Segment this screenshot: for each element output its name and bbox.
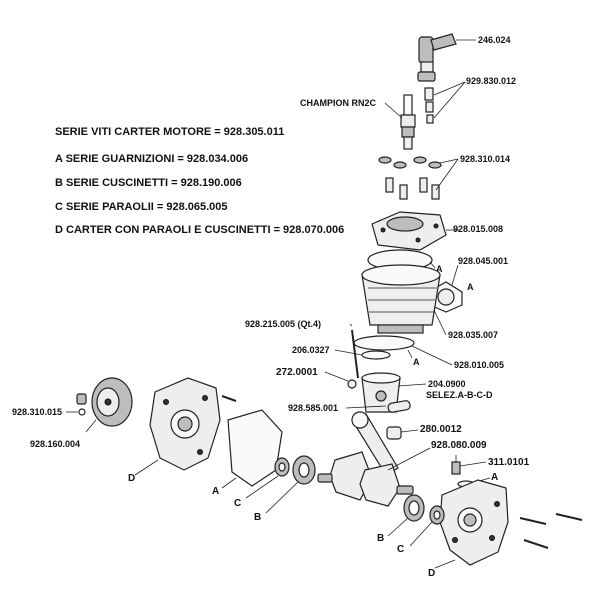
- label-928-310-015: 928.310.015: [12, 407, 62, 417]
- label-928-215-005: 928.215.005 (Qt.4): [245, 319, 321, 329]
- label-928-160-004: 928.160.004: [30, 439, 80, 449]
- rotor-nut-icon: [76, 393, 87, 416]
- letter-b-left-bearing: B: [254, 512, 261, 523]
- cylinder-icon: [361, 264, 441, 334]
- left-crankcase-icon: [149, 377, 221, 471]
- letter-a-crankcase-gasket: A: [212, 486, 219, 497]
- leader-line: [265, 481, 299, 514]
- left-bearing-icon: [292, 455, 316, 485]
- leader-line: [349, 323, 353, 327]
- leader-line: [134, 459, 159, 476]
- legend-bearing-set: B SERIE CUSCINETTI = 928.190.006: [55, 177, 242, 189]
- letter-a-head-gasket: A: [436, 264, 443, 274]
- letter-a-sensor-gasket: A: [491, 472, 498, 483]
- needle-bearing-icon: [386, 426, 402, 440]
- label-311-0101: 311.0101: [488, 457, 530, 468]
- leader-line: [85, 419, 97, 433]
- piston-pin-icon: [387, 400, 411, 413]
- piston-ring-icon: [361, 350, 391, 360]
- label-928-585-001: 928.585.001: [288, 403, 338, 413]
- label-206-0327: 206.0327: [292, 345, 330, 355]
- leader-line: [433, 309, 447, 336]
- leader-line: [433, 81, 466, 119]
- label-928-045-001: 928.045.001: [458, 256, 508, 266]
- letter-c-left-oilseal: C: [234, 498, 241, 509]
- base-gasket-icon: [353, 335, 415, 351]
- sensor-icon: [451, 455, 461, 475]
- label-280-0012: 280.0012: [420, 424, 462, 435]
- label-928-035-007: 928.035.007: [448, 330, 498, 340]
- right-oilseal-icon: [429, 505, 445, 525]
- rotor-icon: [91, 377, 133, 427]
- leader-line: [384, 102, 403, 119]
- label-928-010-005: 928.010.005: [454, 360, 504, 370]
- label-204-0900: 204.0900: [428, 379, 466, 389]
- crankshaft-icon: [317, 411, 414, 507]
- label-champion-rn2c: CHAMPION RN2C: [300, 98, 377, 108]
- letter-d-left-crankcase: D: [128, 473, 135, 484]
- leader-line: [345, 405, 387, 409]
- label-246-024: 246.024: [478, 35, 511, 45]
- spark-plug-icon: [400, 94, 416, 150]
- leader-line: [451, 264, 459, 286]
- label-928-015-008: 928.015.008: [453, 224, 503, 234]
- leader-line: [434, 559, 456, 569]
- leader-line: [439, 158, 459, 164]
- leader-line: [433, 81, 466, 96]
- label-929-830-012: 929.830.012: [466, 76, 516, 86]
- crankcase-screw-icon: [221, 395, 237, 402]
- leader-line: [459, 461, 487, 467]
- letter-b-right-bearing: B: [377, 533, 384, 544]
- right-crankcase-icon: [439, 479, 509, 566]
- letter-c-right-oilseal: C: [397, 544, 404, 555]
- crankcase-gasket-icon: [227, 409, 283, 487]
- plug-nut-icon: [424, 87, 434, 124]
- leader-line: [407, 349, 413, 359]
- label-selez-a-b-c-d: SELEZ.A-B-C-D: [426, 390, 493, 400]
- leader-line: [245, 475, 279, 499]
- leader-line: [387, 447, 431, 471]
- label-928-310-014: 928.310.014: [460, 154, 510, 164]
- crankcase-screw-icon: [519, 513, 583, 549]
- leader-line: [409, 521, 433, 547]
- legend-oilseal-set: C SERIE PARAOLII = 928.065.005: [55, 201, 228, 213]
- leader-line: [324, 371, 349, 382]
- left-oilseal-icon: [274, 457, 290, 477]
- leader-line: [429, 261, 436, 269]
- letter-a-exhaust-gasket: A: [467, 282, 474, 292]
- leader-line: [435, 158, 459, 191]
- legend-screw-set: SERIE VITI CARTER MOTORE = 928.305.011: [55, 126, 284, 138]
- leader-line: [334, 349, 363, 356]
- legend-block: SERIE VITI CARTER MOTORE = 928.305.011 A…: [55, 126, 344, 236]
- letter-a-base-gasket: A: [413, 357, 420, 367]
- legend-gasket-set: A SERIE GUARNIZIONI = 928.034.006: [55, 153, 248, 165]
- leader-line: [221, 477, 237, 489]
- label-928-080-009: 928.080.009: [431, 440, 487, 451]
- leader-line: [387, 517, 409, 537]
- piston-clip-icon: [347, 379, 357, 389]
- head-nut-icon: [378, 156, 442, 200]
- leader-line: [397, 383, 427, 387]
- cylinder-head-icon: [371, 211, 447, 251]
- right-bearing-icon: [403, 494, 425, 522]
- letter-d-right-crankcase: D: [428, 568, 435, 579]
- spark-plug-cap-icon: [417, 33, 457, 82]
- leader-line: [411, 345, 453, 366]
- legend-crankcase: D CARTER CON PARAOLI E CUSCINETTI = 928.…: [55, 224, 344, 236]
- leader-line: [400, 429, 419, 433]
- label-272-0001: 272.0001: [276, 367, 318, 378]
